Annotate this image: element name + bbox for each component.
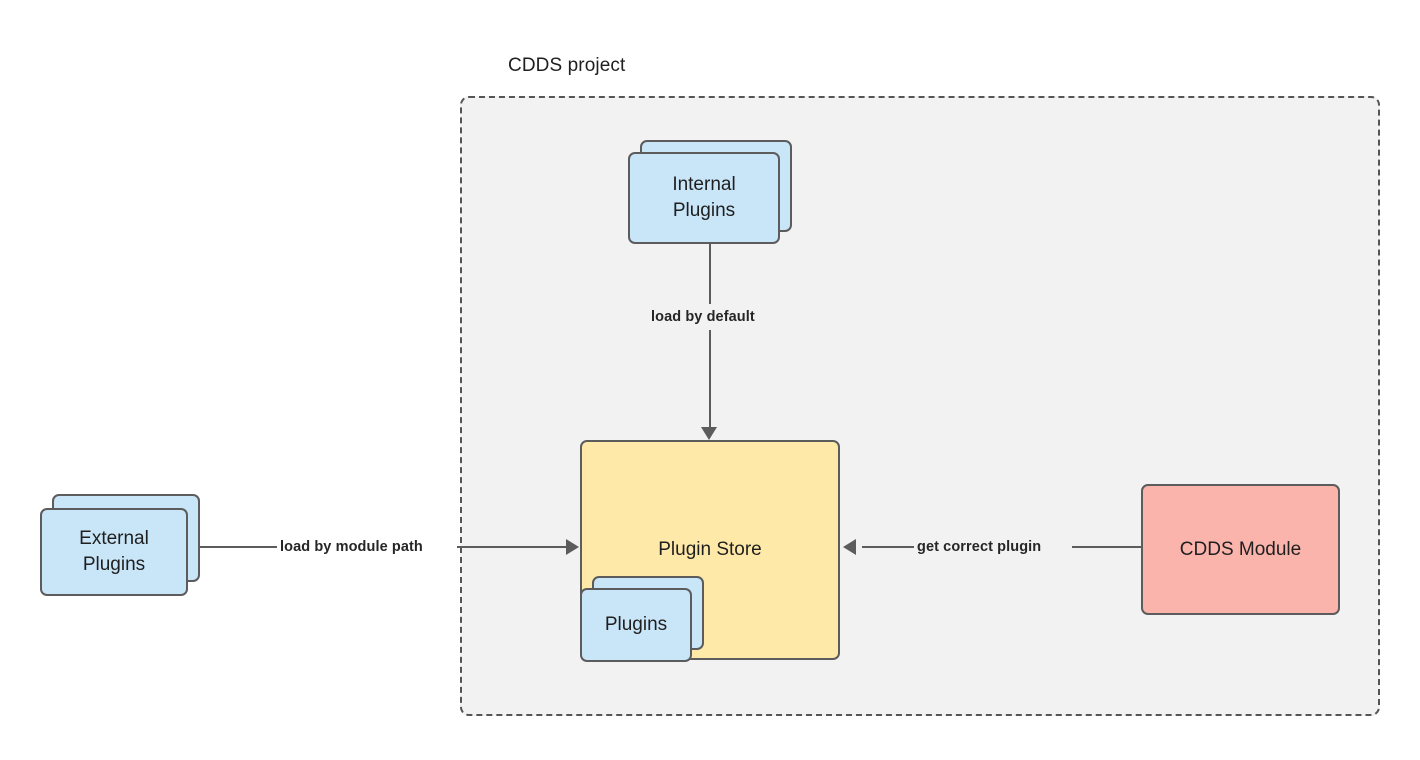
node-external-plugins-label: External Plugins	[79, 526, 149, 577]
edge-get-correct-plugin-line-left	[862, 546, 915, 549]
node-external-plugins-label-line2: Plugins	[82, 554, 146, 575]
node-internal-plugins-label: Internal Plugins	[672, 172, 735, 223]
node-plugin-store-label: Plugin Store	[658, 539, 762, 561]
node-plugins[interactable]: Plugins	[580, 588, 692, 662]
node-internal-plugins-label-line1: Internal	[672, 174, 736, 196]
edge-load-by-module-path-line-left	[200, 546, 278, 549]
node-internal-plugins-label-line2: Plugins	[672, 200, 736, 221]
node-plugin-store[interactable]: Plugin Store	[580, 440, 840, 660]
node-cdds-module-label: CDDS Module	[1179, 538, 1302, 560]
edge-load-by-module-path-line-right	[457, 546, 567, 549]
edge-load-by-default-line-upper	[709, 244, 712, 304]
edge-load-by-default-arrowhead	[701, 427, 717, 440]
project-container-title: CDDS project	[508, 55, 626, 76]
edge-load-by-module-path-arrowhead	[566, 539, 579, 555]
edge-label-load-by-default: load by default	[648, 307, 758, 327]
edge-label-get-correct-plugin: get correct plugin	[914, 537, 1045, 557]
node-external-plugins[interactable]: External Plugins	[40, 508, 188, 596]
edge-get-correct-plugin-line-right	[1072, 546, 1142, 549]
node-plugins-label: Plugins	[604, 614, 668, 636]
edge-label-load-by-module-path: load by module path	[277, 537, 426, 557]
edge-get-correct-plugin-arrowhead	[843, 539, 856, 555]
node-cdds-module[interactable]: CDDS Module	[1141, 484, 1340, 615]
edge-load-by-default-line-lower	[709, 330, 712, 428]
node-internal-plugins[interactable]: Internal Plugins	[628, 152, 780, 244]
node-external-plugins-label-line1: External	[79, 528, 149, 550]
